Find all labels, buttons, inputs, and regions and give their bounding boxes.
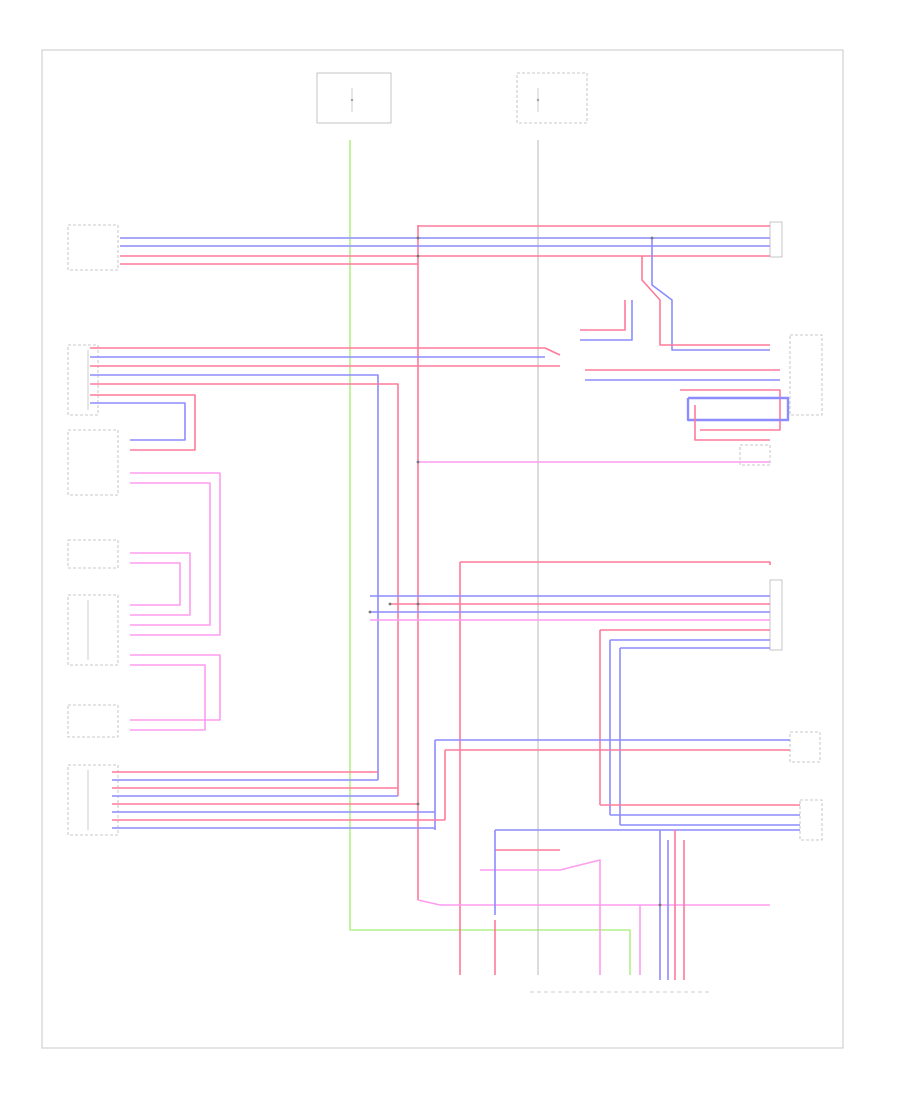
lower-pink-2	[130, 664, 206, 731]
bot-pink-1	[417, 899, 770, 906]
mirror-pink-3	[130, 552, 191, 616]
right-bottom-module	[799, 799, 823, 841]
junction-dot-layer	[368, 236, 662, 907]
door-red-6	[90, 394, 196, 451]
hot-at-all-times-fuse-box	[316, 72, 392, 124]
left-junction-connector	[67, 594, 119, 666]
rdoor-red-3	[680, 389, 781, 431]
door-red-5	[90, 383, 399, 796]
left-lower-component	[67, 704, 119, 738]
mirror-pink-4	[130, 562, 181, 606]
right-door-module	[789, 334, 823, 416]
splice-dot	[416, 254, 420, 258]
power-window-master-switch	[67, 224, 119, 271]
feed-green	[349, 140, 631, 975]
relay-left-blue	[580, 300, 633, 341]
driver-door-connector-left	[67, 344, 99, 416]
relay-drop-red	[641, 256, 770, 346]
rl-red-1	[460, 561, 771, 565]
left-mirror-component	[67, 429, 119, 496]
relay-left-red	[580, 300, 626, 331]
rdoor-blue-4	[686, 396, 790, 422]
right-upper-connector	[769, 221, 783, 258]
rdoor-red-5	[694, 405, 770, 441]
right-lower-module	[769, 579, 783, 651]
splice-dot	[650, 236, 654, 240]
diagram-frame	[41, 49, 844, 1049]
door-blue-7	[90, 402, 186, 441]
splice-dot	[416, 236, 420, 240]
splice-dot	[416, 602, 420, 606]
splice-dot	[658, 903, 662, 907]
left-component-small-box	[67, 539, 119, 569]
left-bottom-connector	[67, 764, 119, 836]
mirror-pink-1	[130, 472, 221, 636]
wire-layer	[90, 140, 800, 980]
splice-dot	[416, 460, 420, 464]
door-red-1	[90, 347, 561, 356]
bot-pink-2	[480, 859, 601, 975]
mirror-pink-2	[130, 482, 211, 626]
right-bottom-connector	[789, 731, 821, 763]
right-mid-component	[739, 444, 771, 466]
splice-dot	[368, 610, 372, 614]
splice-dot	[388, 602, 392, 606]
door-blue-4	[90, 374, 379, 780]
relay-drop-blue	[651, 238, 770, 351]
lower-pink-1	[130, 654, 221, 721]
splice-dot	[416, 802, 420, 806]
hot-in-run-fuse-box	[516, 72, 588, 124]
